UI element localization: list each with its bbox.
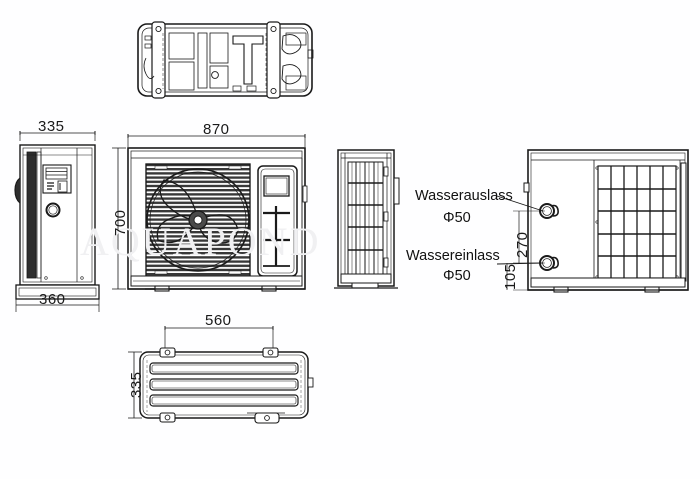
- dimension-front-width: 870: [203, 121, 230, 138]
- watermark-aquapond: AQUAPOND: [80, 219, 321, 264]
- dimension-side-width-bottom: 360: [39, 291, 66, 308]
- callout-water-outlet-size: Φ50: [443, 210, 471, 226]
- dimension-bottom-depth: 335: [128, 371, 145, 398]
- dimension-port-lower-offset: 105: [502, 263, 519, 290]
- callout-water-outlet-label: Wasserauslass: [415, 188, 513, 204]
- narrow-side-view-group: [334, 149, 400, 289]
- callout-water-inlet-label: Wassereinlass: [406, 248, 500, 264]
- left-side-view-group: [14, 131, 100, 312]
- dimension-side-width-top: 335: [38, 118, 65, 135]
- dimension-bottom-inner-width: 560: [205, 312, 232, 329]
- rear-view-group: [496, 149, 689, 293]
- dimension-port-upper-offset: 270: [514, 231, 531, 258]
- callout-water-inlet-size: Φ50: [443, 268, 471, 284]
- top-view-group: [137, 21, 314, 99]
- front-view-group: [112, 134, 308, 292]
- dimension-front-height: 700: [112, 209, 129, 236]
- bottom-view-group: [128, 326, 314, 424]
